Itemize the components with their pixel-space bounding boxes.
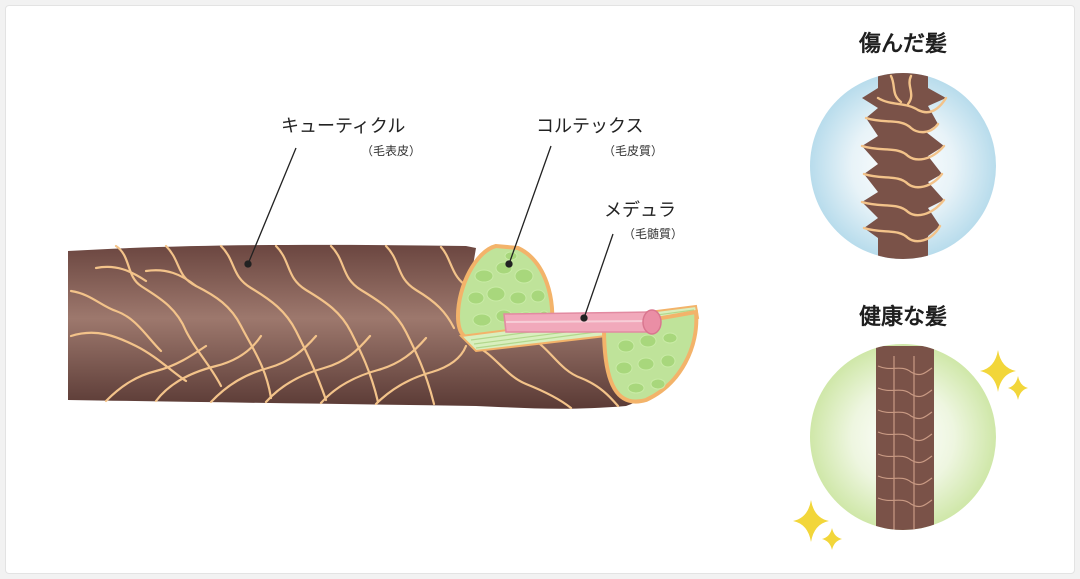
hair-strand (68, 244, 698, 410)
sparkle-icon (1008, 376, 1028, 400)
label-cuticle: キューティクル (281, 116, 405, 137)
label-cuticle-sub: （毛表皮） (361, 144, 421, 158)
damaged-hair-title: 傷んだ髪 (858, 31, 947, 57)
sparkle-icon (822, 528, 842, 550)
sparkle-icons (793, 350, 1028, 550)
cuticle-scales (69, 244, 620, 410)
sparkle-icon (793, 500, 829, 542)
label-medulla-sub: （毛髄質） (623, 226, 683, 241)
sparkle-icon (980, 350, 1016, 392)
medulla-core (503, 309, 662, 335)
healthy-hair-strand (876, 346, 934, 530)
healthy-hair-title: 健康な髪 (859, 304, 947, 330)
hair-structure-diagram: キューティクル （毛表皮） コルテックス （毛皮質） メデュラ （毛髄質） 傷ん… (68, 31, 1028, 550)
label-cortex: コルテックス (536, 116, 643, 137)
diagram-frame: キューティクル （毛表皮） コルテックス （毛皮質） メデュラ （毛髄質） 傷ん… (5, 5, 1075, 574)
hair-shaft (68, 244, 698, 409)
damaged-hair-panel: 傷んだ髪 (810, 31, 996, 259)
healthy-hair-panel: 健康な髪 (793, 304, 1028, 550)
label-medulla: メデュラ (604, 200, 676, 221)
label-cortex-sub: （毛皮質） (603, 143, 663, 158)
damaged-hair-strand (860, 73, 948, 259)
leader-lines (244, 145, 614, 322)
